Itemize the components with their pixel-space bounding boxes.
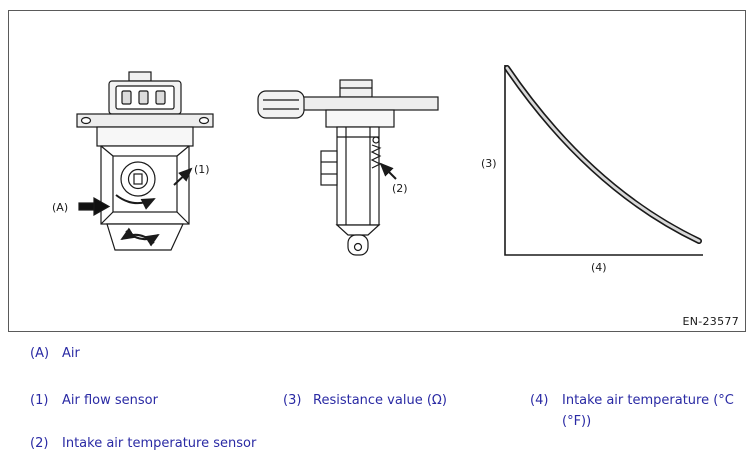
bottom-duct (106, 223, 184, 251)
sensor-housing (320, 109, 395, 226)
legend-label-intake-air-temperature: Intake air temperature (°C (°F)) (562, 393, 734, 429)
callout-a-label: (A) (52, 201, 68, 214)
callout-4-label: (4) (591, 261, 607, 274)
sensor-housing (96, 126, 194, 225)
figure-reference-code: EN-23577 (682, 315, 739, 328)
legend-key-3: (3) (283, 393, 302, 408)
resistance-vs-temperature-graph: (3) (4) (481, 65, 703, 274)
probe-tip (335, 224, 381, 256)
legend-key-4: (4) (530, 393, 549, 408)
characteristic-curve-fill (505, 66, 701, 243)
legend-label-air-flow-sensor: Air flow sensor (62, 393, 158, 408)
graph-axes (504, 65, 703, 256)
legend-label-resistance-value: Resistance value (Ω) (313, 393, 447, 408)
characteristic-curve-outline (504, 65, 702, 244)
callout-1-leader-arrow (173, 167, 193, 186)
callout-3-label: (3) (481, 157, 497, 170)
legend-label-air: Air (62, 346, 80, 361)
figure-panel: (A) (1) (8, 10, 746, 332)
connector (108, 71, 182, 115)
legend-key-1: (1) (30, 393, 49, 408)
callout-2-leader-arrow (379, 162, 397, 180)
connector (257, 90, 305, 119)
legend-key-2: (2) (30, 436, 49, 451)
air-flow-sensor-side-view: (2) (257, 79, 439, 256)
mounting-flange (76, 113, 214, 128)
legend-key-a: (A) (30, 346, 50, 361)
air-flow-sensor-front-view: (A) (1) (52, 71, 214, 251)
legend-label-intake-air-temperature-sensor: Intake air temperature sensor (62, 436, 257, 451)
air-flow-arrow (115, 194, 156, 210)
mounting-flange (301, 79, 439, 111)
callout-1-label: (1) (194, 163, 210, 176)
air-inlet-arrow (78, 196, 111, 217)
air-flow-sensing-element (120, 161, 156, 197)
callout-2-label: (2) (392, 182, 408, 195)
